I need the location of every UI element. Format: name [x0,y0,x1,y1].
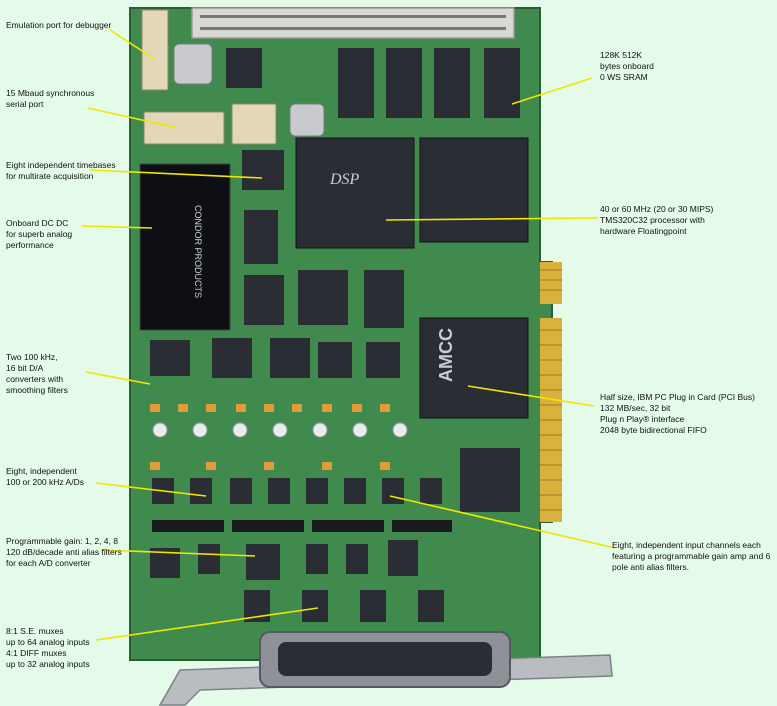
emulation-port-connector [141,9,169,91]
callout-line-input-channels [389,495,616,549]
sram-chips [226,48,520,118]
callout-line-serial-port [87,107,179,129]
callout-line-mux [95,607,319,641]
callout-mux: 8:1 S.E. muxes up to 64 analog inputs 4:… [6,626,90,669]
dsp-chip-mark: DSP [329,171,360,188]
amcc-chip-mark: AMCC [436,328,456,382]
callout-line-emulation-port [109,29,157,61]
callout-line-sram [511,77,593,105]
adc-chips [152,448,520,512]
dac-chips [150,338,400,378]
callout-lines [81,29,616,641]
callout-serial-port: 15 Mbaud synchronous serial port [6,88,95,109]
dsp-chip [295,137,415,249]
callout-line-dac [85,371,151,385]
callout-line-pci [467,385,595,407]
callout-input-channels: Eight, independent input channels each f… [612,540,771,572]
serial-port-connector [143,111,225,145]
callout-dac: Two 100 kHz, 16 bit D/A converters with … [6,352,68,395]
callout-sram: 128K 512K bytes onboard 0 WS SRAM [600,50,654,82]
callout-line-dcdc [81,225,153,229]
dcdc-converter [139,163,231,331]
callout-adc: Eight, independent 100 or 200 kHz A/Ds [6,466,84,487]
pcb-board [129,7,613,706]
callout-pci: Half size, IBM PC Plug in Card (PCI Bus)… [600,392,755,435]
pci-interface-chip [419,317,529,419]
callout-line-adc [95,482,207,497]
callout-emulation-port: Emulation port for debugger [6,20,112,30]
callout-processor: 40 or 60 MHz (20 or 30 MIPS) TMS320C32 p… [600,204,714,236]
mux-chips [244,590,444,622]
callout-dcdc: Onboard DC DC for superb analog performa… [6,218,73,250]
callout-gain: Programmable gain: 1, 2, 4, 8 120 dB/dec… [6,536,122,568]
callout-line-processor [385,217,599,221]
dcdc-brand-mark: CONDOR PRODUCTS [193,205,203,298]
pci-edge-connector [540,262,562,522]
callout-timebases: Eight independent timebases for multirat… [6,160,116,181]
top-header-connector [191,7,515,39]
callout-line-gain [101,549,256,557]
callout-line-timebases [89,169,263,179]
